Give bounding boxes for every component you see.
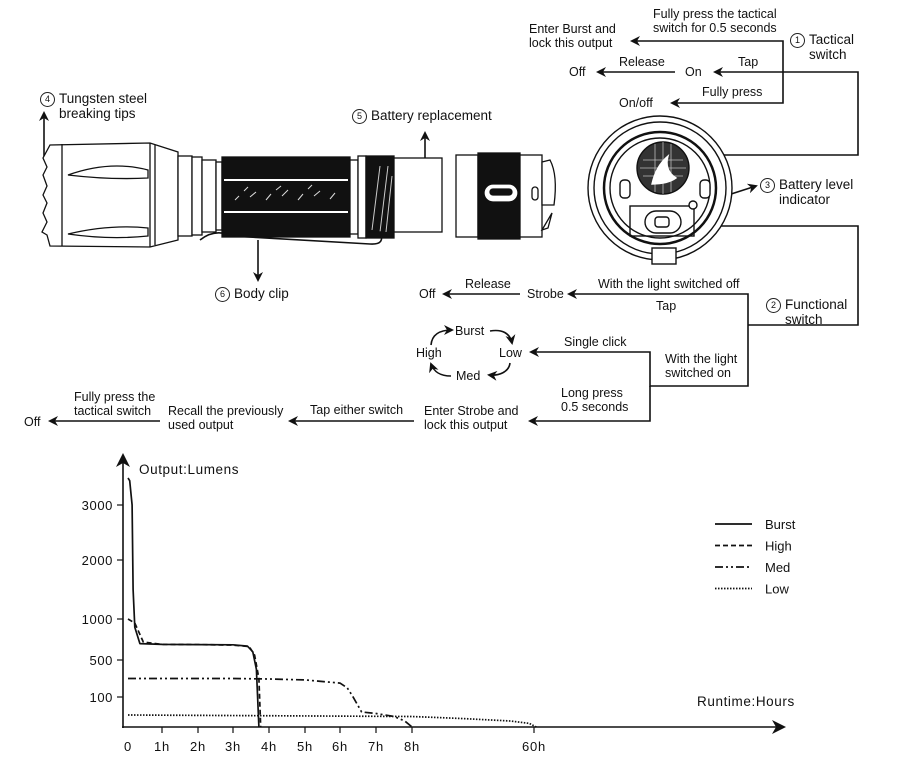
y-tick-label: 500 — [90, 653, 114, 668]
x-tick-label: 4h — [261, 739, 277, 754]
cycle-high: High — [416, 346, 442, 360]
functional-connector — [680, 225, 859, 326]
legend-label-high: High — [765, 539, 792, 554]
series-med — [128, 677, 413, 728]
x-tick-label: 0 — [124, 739, 132, 754]
y-tick-label: 2000 — [82, 553, 113, 568]
cycle-arrow-burst-low — [489, 329, 516, 345]
label-tap-2: Tap — [656, 299, 677, 313]
label-enter-burst: Enter Burst and lock this output — [529, 22, 616, 50]
label-light-off: With the light switched off — [598, 277, 740, 291]
legend-label-low: Low — [765, 582, 789, 597]
x-tick-label: 6h — [332, 739, 348, 754]
label-on-off: On/off — [619, 96, 653, 110]
x-tick-label: 8h — [404, 739, 420, 754]
onoff-line — [670, 72, 784, 108]
body-clip — [199, 231, 383, 245]
label-strobe: Strobe — [527, 287, 564, 301]
label-recall: Recall the previously used output — [168, 404, 284, 432]
long-press-line — [528, 386, 651, 426]
label-fully-press: Fully press — [702, 85, 763, 99]
label-fully-press-tactical: Fully press the tactical switch — [74, 390, 156, 418]
legend-label-med: Med — [765, 560, 790, 575]
burst-line — [630, 36, 784, 72]
label-enter-strobe: Enter Strobe and lock this output — [424, 404, 519, 432]
y-tick-label: 100 — [90, 690, 114, 705]
x-tick-label: 60h — [522, 739, 546, 754]
battery — [393, 157, 443, 233]
cycle-arrow-low-med — [487, 362, 511, 381]
series-burst — [127, 477, 260, 728]
x-tick-label: 1h — [154, 739, 170, 754]
cycle-burst: Burst — [455, 324, 485, 338]
tailcap-front-view — [587, 115, 733, 265]
strobe-line — [567, 289, 749, 325]
x-tick-label: 2h — [190, 739, 206, 754]
legend-label-burst: Burst — [765, 517, 796, 532]
cycle-low: Low — [499, 346, 522, 360]
label-off: Off — [569, 65, 586, 79]
cycle-arrow-high-burst — [430, 325, 454, 346]
flashlight-illustration — [41, 142, 556, 248]
label-long-press: Long press 0.5 seconds — [561, 386, 629, 414]
battery-level-led — [688, 200, 698, 210]
label-off-3: Off — [24, 415, 41, 429]
y-axis-label: Output:Lumens — [139, 462, 239, 477]
x-tick-label: 7h — [368, 739, 384, 754]
tactical-connector — [650, 67, 859, 156]
y-tick-label: 3000 — [82, 498, 113, 513]
label-tap: Tap — [738, 55, 759, 69]
cycle-med: Med — [456, 369, 481, 383]
flashlight-body — [221, 156, 351, 238]
label-light-on: With the light switched on — [665, 352, 738, 380]
x-tick-label: 3h — [225, 739, 241, 754]
x-axis-label: Runtime:Hours — [697, 694, 795, 709]
label-release: Release — [619, 55, 665, 69]
label-release-2: Release — [465, 277, 511, 291]
y-tick-label: 1000 — [82, 612, 113, 627]
x-tick-label: 5h — [297, 739, 313, 754]
label-fully-press-05: Fully press the tactical switch for 0.5 … — [653, 7, 777, 35]
label-on: On — [685, 65, 702, 79]
series-high — [127, 618, 262, 728]
label-tap-either: Tap either switch — [310, 403, 404, 417]
label-single-click: Single click — [564, 335, 627, 349]
label-off-2: Off — [419, 287, 436, 301]
series-low — [127, 714, 537, 728]
cycle-arrow-med-high — [429, 362, 452, 377]
